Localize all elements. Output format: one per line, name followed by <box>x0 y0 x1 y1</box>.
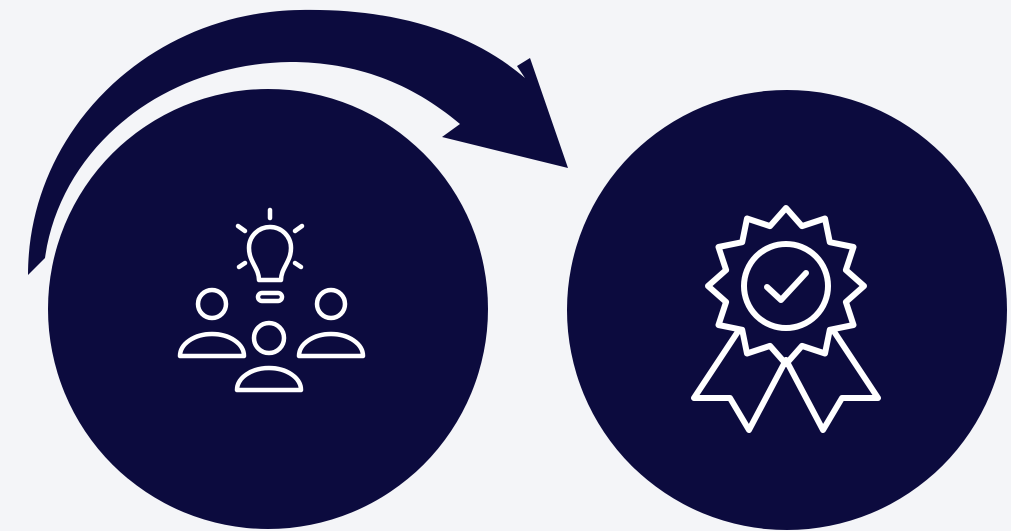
node-team-ideas <box>48 89 488 529</box>
node-circle-award <box>567 90 1007 530</box>
node-circle-team-ideas <box>48 89 488 529</box>
award-ribbon-check-icon <box>691 205 881 433</box>
curved-arrow <box>28 9 568 275</box>
node-award <box>567 90 1007 530</box>
curved-arrow-body <box>28 9 568 275</box>
team-lightbulb-icon <box>177 207 366 393</box>
